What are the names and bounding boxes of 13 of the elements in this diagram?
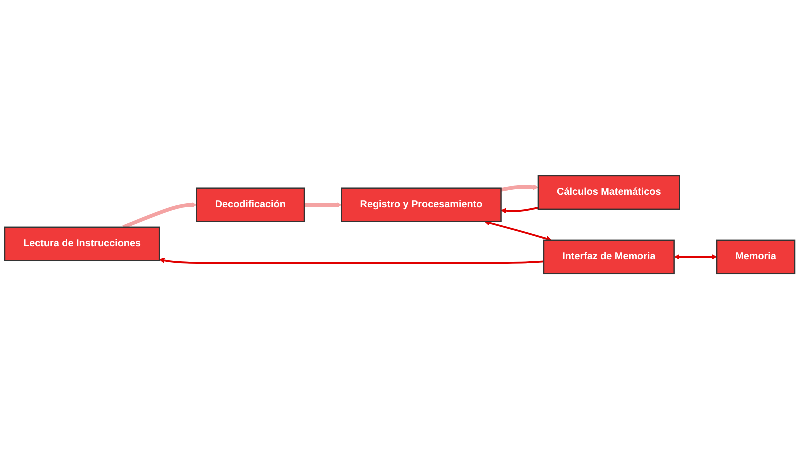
node-box: Memoria (716, 240, 796, 275)
arrow (122, 202, 198, 230)
node-box: Interfaz de Memoria (543, 240, 675, 275)
arrow (484, 220, 552, 242)
arrow (159, 258, 544, 264)
arrow (674, 254, 718, 260)
node-box: Lectura de Instrucciones (4, 226, 160, 262)
node-box: Registro y Procesamiento (341, 188, 502, 223)
arrow (501, 207, 539, 214)
arrow (500, 184, 539, 192)
node-box: Cálculos Matemáticos (538, 175, 680, 210)
arrow (304, 202, 342, 208)
node-box: Decodificación (196, 188, 306, 223)
